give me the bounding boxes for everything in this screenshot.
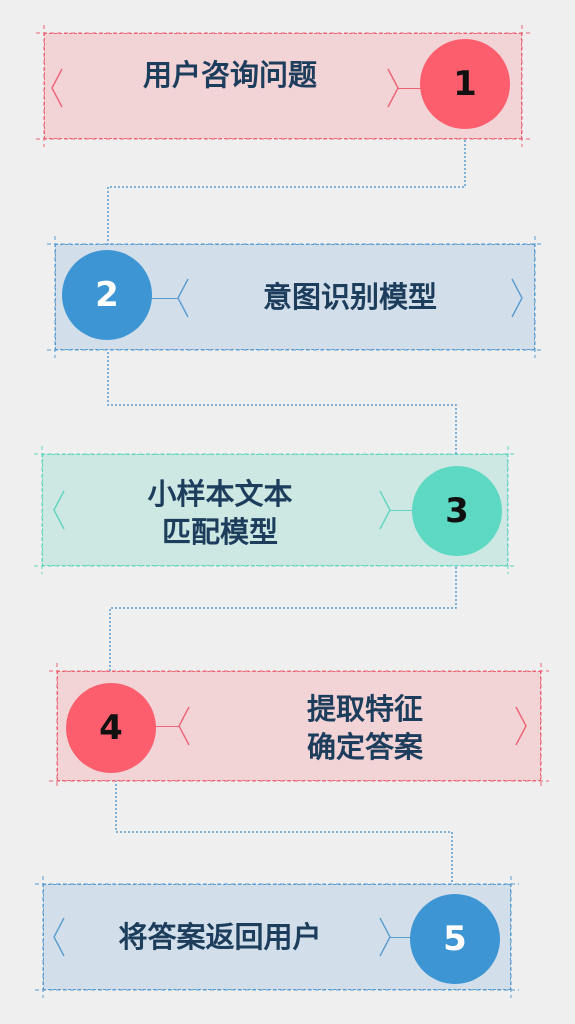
step-number-badge: 2 <box>62 250 152 340</box>
connector-1-2 <box>107 128 466 255</box>
step-number-badge: 5 <box>410 894 500 984</box>
chevron-right-icon <box>511 278 523 318</box>
step-label-line: 确定答案 <box>306 730 423 764</box>
step-label: 用户咨询问题 <box>80 56 380 94</box>
step-label-line: 意图识别模型 <box>262 280 437 314</box>
step-label: 提取特征确定答案 <box>230 690 500 766</box>
step-label-line: 匹配模型 <box>161 515 278 549</box>
badge-stub <box>390 510 414 511</box>
chevron-left-icon <box>53 490 65 530</box>
step-label: 将答案返回用户 <box>80 918 360 956</box>
chevron-left-icon <box>177 278 189 318</box>
badge-stub <box>390 937 412 938</box>
connector-3-4 <box>109 555 457 690</box>
badge-stub <box>398 88 422 89</box>
connector-2-3 <box>107 340 457 468</box>
chevron-left-icon <box>178 706 190 746</box>
badge-stub <box>154 726 179 727</box>
chevron-left-icon <box>51 68 63 108</box>
step-label-line: 提取特征 <box>306 692 423 726</box>
badge-stub <box>150 298 178 299</box>
step-label: 意图识别模型 <box>200 278 500 316</box>
step-number-badge: 3 <box>412 466 502 556</box>
step-label-line: 用户咨询问题 <box>142 58 317 92</box>
chevron-right-icon <box>515 706 527 746</box>
chevron-left-icon <box>53 917 65 957</box>
step-number-badge: 4 <box>66 683 156 773</box>
step-label-line: 小样本文本 <box>147 477 293 511</box>
step-label: 小样本文本匹配模型 <box>90 475 350 551</box>
connector-4-5 <box>115 772 453 895</box>
step-number-badge: 1 <box>420 39 510 129</box>
step-label-line: 将答案返回用户 <box>118 920 322 954</box>
